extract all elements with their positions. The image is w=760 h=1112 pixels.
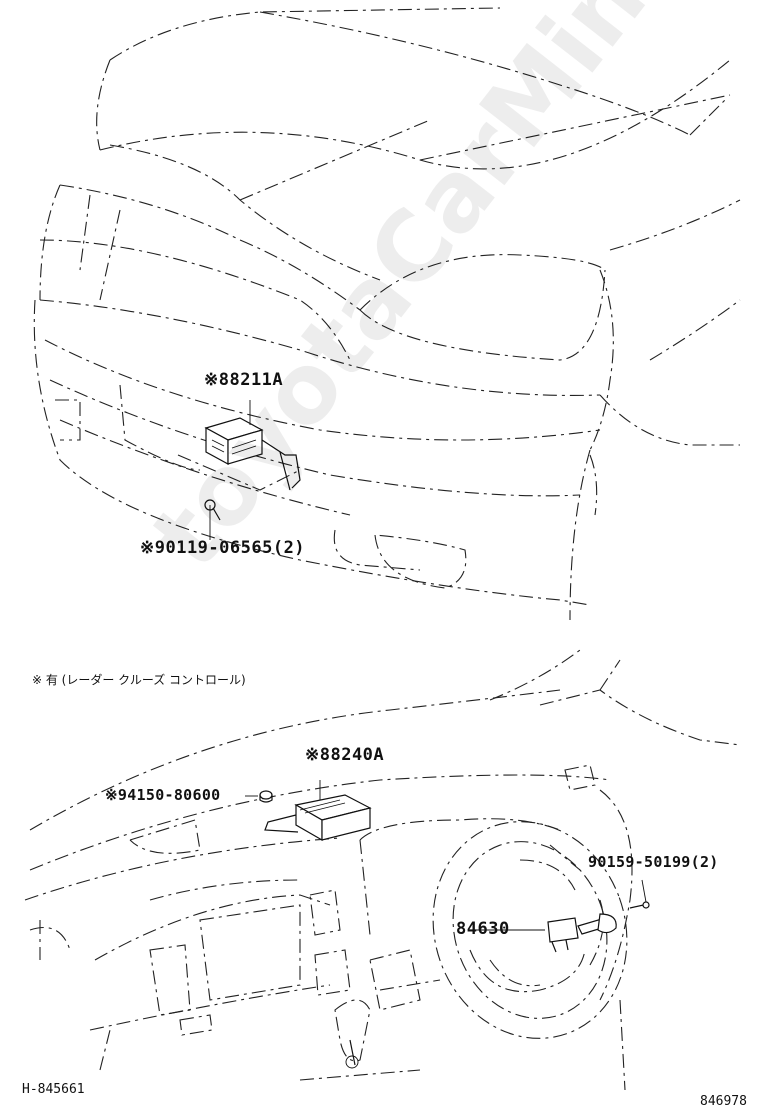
legend-note: ※ 有 (レーダー クルーズ コントロール) (32, 673, 246, 687)
radar-sensor-part (204, 400, 301, 491)
leader-lines (245, 795, 647, 931)
ecu-nut-part (259, 790, 273, 803)
label-ecu-nut: ※94150-80600 (105, 786, 221, 804)
label-sensor-bolt: ※90119-06565(2) (140, 538, 306, 558)
switch-screw-part (629, 901, 650, 909)
footer-left-code: H-845661 (22, 1082, 85, 1097)
cruise-switch-part (520, 913, 617, 953)
label-radar-sensor: ※88211A (204, 370, 284, 390)
cruise-ecu-part (264, 780, 372, 842)
label-cruise-ecu: ※88240A (305, 745, 385, 765)
sensor-bolt-part (204, 499, 221, 540)
steering-wheel (432, 821, 628, 1039)
vehicle-front-view (33, 7, 741, 621)
dashboard-view (24, 649, 741, 1091)
label-cruise-switch: 84630 (456, 919, 510, 939)
label-switch-screw: 90159-50199(2) (588, 853, 719, 871)
footer-right-code: 846978 (700, 1094, 747, 1109)
